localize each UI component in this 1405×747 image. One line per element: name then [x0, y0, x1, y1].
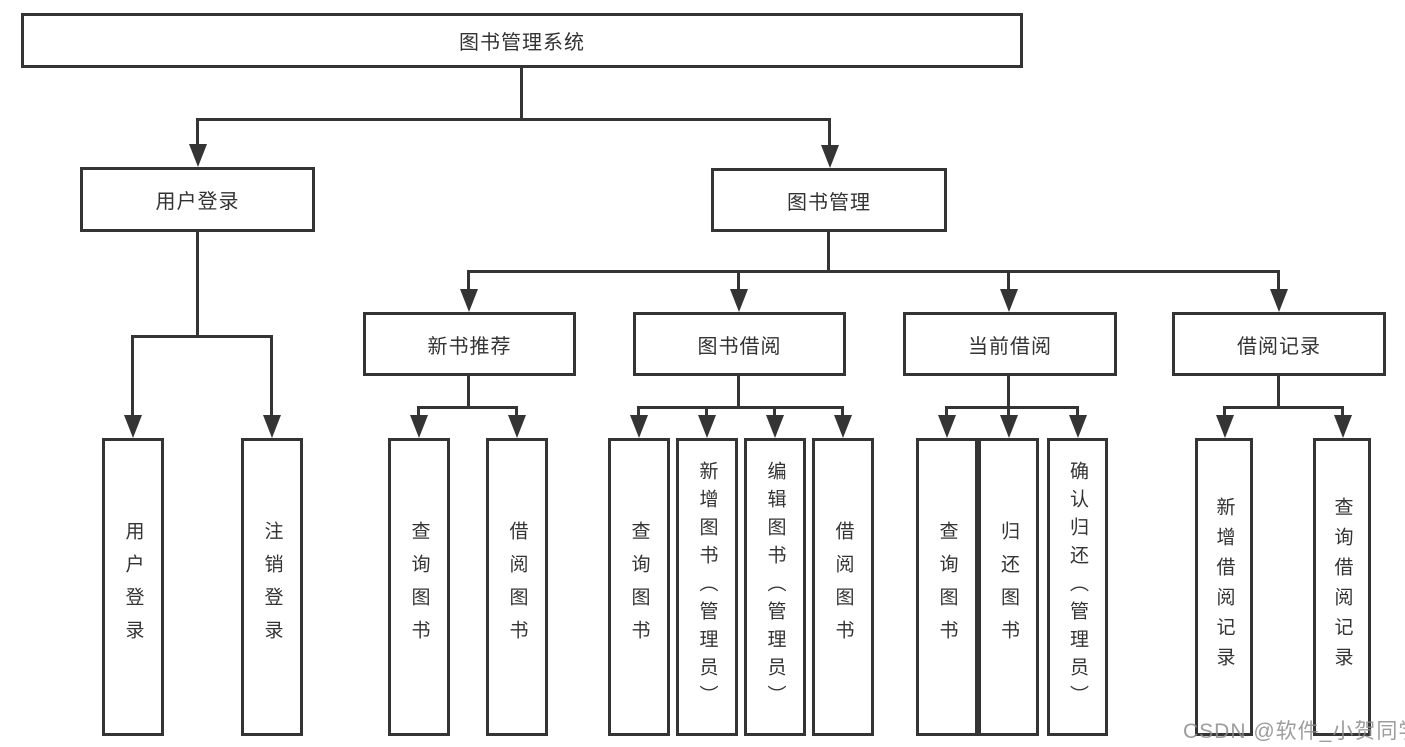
- leaf-current-query-books-label: 查询图书: [936, 521, 958, 653]
- leaf-newbooks-query-books: 查询图书: [388, 438, 450, 736]
- arrow-down-icon: [124, 415, 142, 438]
- connector-stem: [467, 270, 470, 289]
- arrow-down-icon: [508, 415, 526, 438]
- connector-stem: [828, 118, 831, 147]
- arrow-down-icon: [1069, 415, 1087, 438]
- leaf-newbooks-borrow-books: 借阅图书: [486, 438, 548, 736]
- connector-stem: [705, 406, 708, 415]
- leaf-borrowing-borrow-books-label: 借阅图书: [832, 521, 854, 653]
- connector-current-bus: [946, 406, 1079, 409]
- connector-stem: [841, 406, 844, 415]
- connector-user-login-bus: [132, 335, 273, 338]
- arrow-down-icon: [766, 415, 784, 438]
- connector-stem: [1341, 406, 1344, 415]
- arrow-down-icon: [1270, 289, 1288, 312]
- arrow-down-icon: [189, 144, 207, 167]
- connector-stem: [1007, 406, 1010, 415]
- connector-stem: [1076, 406, 1079, 415]
- node-current-borrowing: 当前借阅: [903, 312, 1117, 376]
- node-root: 图书管理系统: [21, 13, 1023, 68]
- leaf-borrowing-borrow-books: 借阅图书: [812, 438, 874, 736]
- connector-root-bus: [197, 118, 831, 121]
- connector-stem: [737, 270, 740, 289]
- arrow-down-icon: [1334, 415, 1352, 438]
- leaf-user-login: 用户登录: [102, 438, 164, 736]
- leaf-borrowing-query-books-label: 查询图书: [628, 521, 650, 653]
- leaf-user-login-label: 用户登录: [122, 521, 144, 653]
- leaf-confirm-return-admin-label: 确认归还（管理员）: [1067, 461, 1088, 713]
- arrow-down-icon: [263, 415, 281, 438]
- arrow-down-icon: [1000, 415, 1018, 438]
- connector-stem: [1277, 270, 1280, 289]
- leaf-newbooks-query-books-label: 查询图书: [408, 521, 430, 653]
- connector-stem: [196, 118, 199, 146]
- connector-stem: [270, 335, 273, 415]
- connector-root-stem: [520, 68, 523, 118]
- node-book-management-label: 图书管理: [787, 191, 871, 214]
- leaf-current-query-books: 查询图书: [916, 438, 978, 736]
- node-book-management: 图书管理: [711, 168, 947, 232]
- leaf-return-books: 归还图书: [978, 438, 1039, 736]
- node-user-login-label: 用户登录: [155, 191, 240, 213]
- arrow-down-icon: [460, 289, 478, 312]
- connector-stem: [1007, 270, 1010, 289]
- arrow-down-icon: [698, 415, 716, 438]
- connector-book-mgmt-bus: [468, 270, 1280, 273]
- leaf-add-book-admin: 新增图书（管理员）: [676, 438, 738, 736]
- connector-records-bus: [1224, 406, 1344, 409]
- arrow-down-icon: [630, 415, 648, 438]
- arrow-down-icon: [834, 415, 852, 438]
- leaf-edit-book-admin-label: 编辑图书（管理员）: [764, 461, 786, 713]
- connector-stem: [417, 406, 420, 415]
- leaf-add-borrow-record-label: 新增借阅记录: [1213, 497, 1235, 677]
- node-borrowing-records: 借阅记录: [1172, 312, 1386, 376]
- node-book-borrowing-label: 图书借阅: [697, 335, 782, 358]
- leaf-newbooks-borrow-books-label: 借阅图书: [506, 521, 528, 653]
- connector-current-stem: [1007, 376, 1010, 406]
- connector-stem: [1223, 406, 1226, 415]
- leaf-add-book-admin-label: 新增图书（管理员）: [696, 461, 718, 713]
- connector-new-books-bus: [418, 406, 518, 409]
- connector-borrowing-bus: [638, 406, 844, 409]
- connector-stem: [945, 406, 948, 415]
- node-user-login: 用户登录: [80, 167, 315, 232]
- node-current-borrowing-label: 当前借阅: [968, 335, 1052, 358]
- arrow-down-icon: [1216, 415, 1234, 438]
- leaf-return-books-label: 归还图书: [998, 521, 1019, 653]
- leaf-edit-book-admin: 编辑图书（管理员）: [744, 438, 806, 736]
- arrow-down-icon: [938, 415, 956, 438]
- leaf-query-borrow-record: 查询借阅记录: [1313, 438, 1371, 736]
- connector-user-login-stem: [196, 232, 199, 335]
- arrow-down-icon: [730, 289, 748, 312]
- leaf-query-borrow-record-label: 查询借阅记录: [1331, 497, 1353, 677]
- arrow-down-icon: [1000, 289, 1018, 312]
- arrow-down-icon: [821, 145, 839, 168]
- leaf-logout: 注销登录: [241, 438, 303, 736]
- node-borrowing-records-label: 借阅记录: [1237, 335, 1321, 358]
- connector-stem: [131, 335, 134, 415]
- connector-stem: [515, 406, 518, 415]
- arrow-down-icon: [410, 415, 428, 438]
- connector-new-books-stem: [467, 376, 470, 406]
- csdn-watermark: CSDN @软件_小贺同学: [1183, 720, 1405, 743]
- leaf-borrowing-query-books: 查询图书: [608, 438, 670, 736]
- connector-stem: [637, 406, 640, 415]
- connector-records-stem: [1277, 376, 1280, 406]
- leaf-logout-label: 注销登录: [261, 521, 283, 653]
- connector-borrowing-stem: [737, 376, 740, 406]
- node-new-book-recommend-label: 新书推荐: [427, 335, 512, 358]
- leaf-confirm-return-admin: 确认归还（管理员）: [1047, 438, 1108, 736]
- connector-book-mgmt-stem: [827, 232, 830, 270]
- node-book-borrowing: 图书借阅: [633, 312, 846, 376]
- node-new-book-recommend: 新书推荐: [363, 312, 576, 376]
- connector-stem: [773, 406, 776, 415]
- leaf-add-borrow-record: 新增借阅记录: [1195, 438, 1253, 736]
- node-root-label: 图书管理系统: [459, 32, 585, 54]
